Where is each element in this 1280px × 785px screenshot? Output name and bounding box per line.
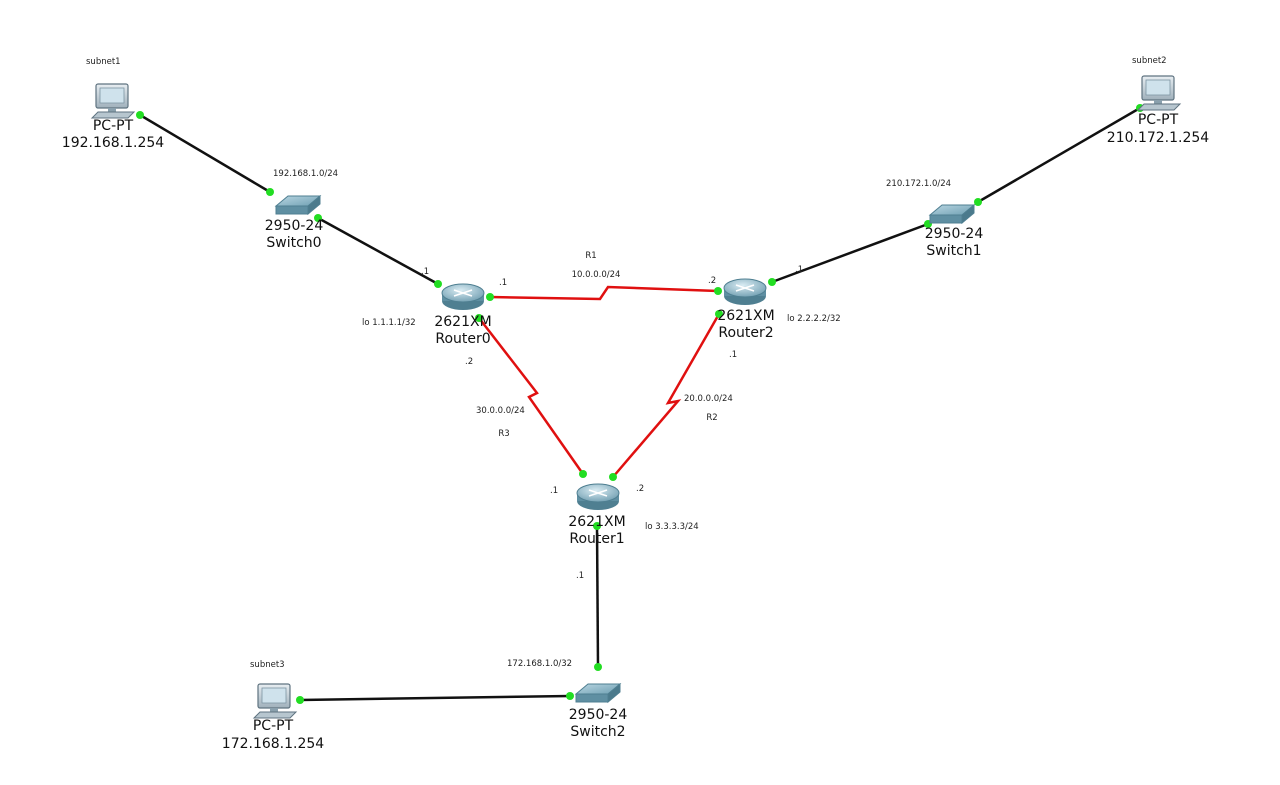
network-label: 172.168.1.0/32 (507, 659, 572, 669)
port-dot (593, 522, 601, 530)
switch1-device[interactable]: 210.172.1.0/24 2950-24 Switch1 (886, 179, 983, 259)
switch-icon (274, 194, 322, 216)
port-dot (594, 663, 602, 671)
port-dot (566, 692, 574, 700)
subnet-label: subnet2 (1132, 56, 1167, 66)
link-network-label: 20.0.0.0/24 (684, 394, 733, 404)
pc-model-label: PC-PT (93, 118, 134, 134)
link-network-label: 30.0.0.0/24 (476, 406, 525, 416)
network-label: 210.172.1.0/24 (886, 179, 951, 189)
cable-pc2-switch2[interactable] (299, 694, 571, 702)
interface-address-label: .1 (421, 267, 429, 277)
pc-icon (252, 683, 298, 719)
port-dot (768, 278, 776, 286)
port-dot (579, 470, 587, 478)
cable-pc1-switch1[interactable] (977, 106, 1141, 204)
port-dot (434, 280, 442, 288)
cable-switch1-router2[interactable] (771, 222, 929, 284)
network-label: 192.168.1.0/24 (273, 169, 338, 179)
pc-name-label: 210.172.1.254 (1107, 130, 1210, 146)
port-dot (714, 287, 722, 295)
interface-address-label: .2 (636, 484, 644, 494)
switch-name-label: Switch2 (570, 724, 625, 740)
pc-model-label: PC-PT (253, 718, 294, 734)
port-dot (266, 188, 274, 196)
interface-address-label: .1 (729, 350, 737, 360)
router-icon (723, 278, 767, 305)
port-dot (296, 696, 304, 704)
port-dot (715, 310, 723, 318)
router-model-label: 2621XM (717, 308, 774, 324)
port-dot (475, 314, 483, 322)
cable-switch0-router0[interactable] (317, 216, 439, 286)
port-dot (136, 111, 144, 119)
switch-name-label: Switch0 (266, 235, 321, 251)
interface-address-label: .2 (708, 276, 716, 286)
pc0-device[interactable]: subnet1 PC-PT 192.168.1.254 (62, 57, 165, 151)
interface-address-label: .1 (499, 278, 507, 288)
switch2-device[interactable]: 172.168.1.0/32 2950-24 Switch2 (507, 659, 627, 740)
pc2-device[interactable]: subnet3 PC-PT 172.168.1.254 (222, 660, 325, 752)
port-dot (974, 198, 982, 206)
router-icon (576, 483, 620, 510)
subnet-label: subnet3 (250, 660, 285, 670)
subnet-label: subnet1 (86, 57, 121, 67)
pc-name-label: 172.168.1.254 (222, 736, 325, 752)
router0-device[interactable]: 2621XM Router0 lo 1.1.1.1/32 (362, 283, 492, 347)
pc-icon (1136, 75, 1182, 111)
link-labels: R1 10.0.0.0/24 .1 .2 R2 20.0.0.0/24 .1 .… (421, 251, 803, 581)
pc-model-label: PC-PT (1138, 112, 1179, 128)
pc-name-label: 192.168.1.254 (62, 135, 165, 151)
interface-address-label: .1 (576, 571, 584, 581)
router-icon (441, 283, 485, 310)
link-name-label: R3 (498, 429, 509, 439)
interface-address-label: .2 (465, 357, 473, 367)
port-dot (314, 214, 322, 222)
port-dot (486, 293, 494, 301)
interface-address-label: .1 (550, 486, 558, 496)
router-model-label: 2621XM (434, 314, 491, 330)
router-name-label: Router2 (718, 325, 773, 341)
interface-address-label: .1 (795, 265, 803, 275)
port-dot (609, 473, 617, 481)
router-name-label: Router0 (435, 331, 490, 347)
loopback-label: lo 3.3.3.3/24 (645, 522, 699, 532)
switch-icon (574, 682, 622, 704)
switch-icon (928, 203, 976, 225)
serial-link-r3[interactable] (478, 317, 585, 475)
cable-pc0-switch0[interactable] (139, 113, 271, 194)
router1-device[interactable]: 2621XM Router1 lo 3.3.3.3/24 (568, 483, 699, 547)
switch-model-label: 2950-24 (569, 707, 628, 723)
switch-model-label: 2950-24 (265, 218, 324, 234)
pc1-device[interactable]: subnet2 PC-PT 210.172.1.254 (1107, 56, 1210, 146)
link-network-label: 10.0.0.0/24 (572, 270, 621, 280)
cable-router1-switch2[interactable] (595, 525, 600, 668)
link-name-label: R1 (585, 251, 596, 261)
switch0-device[interactable]: 192.168.1.0/24 2950-24 Switch0 (265, 169, 338, 251)
serial-link-r2[interactable] (612, 313, 721, 478)
router-name-label: Router1 (569, 531, 624, 547)
serial-link-r1[interactable] (489, 285, 719, 301)
links-layer (139, 106, 1141, 702)
link-name-label: R2 (706, 413, 717, 423)
loopback-label: lo 1.1.1.1/32 (362, 318, 416, 328)
port-dots (136, 104, 1144, 704)
switch-name-label: Switch1 (926, 243, 981, 259)
switch-model-label: 2950-24 (925, 226, 984, 242)
router2-device[interactable]: 2621XM Router2 lo 2.2.2.2/32 (717, 278, 841, 341)
pc-icon (90, 83, 136, 119)
loopback-label: lo 2.2.2.2/32 (787, 314, 841, 324)
router-model-label: 2621XM (568, 514, 625, 530)
